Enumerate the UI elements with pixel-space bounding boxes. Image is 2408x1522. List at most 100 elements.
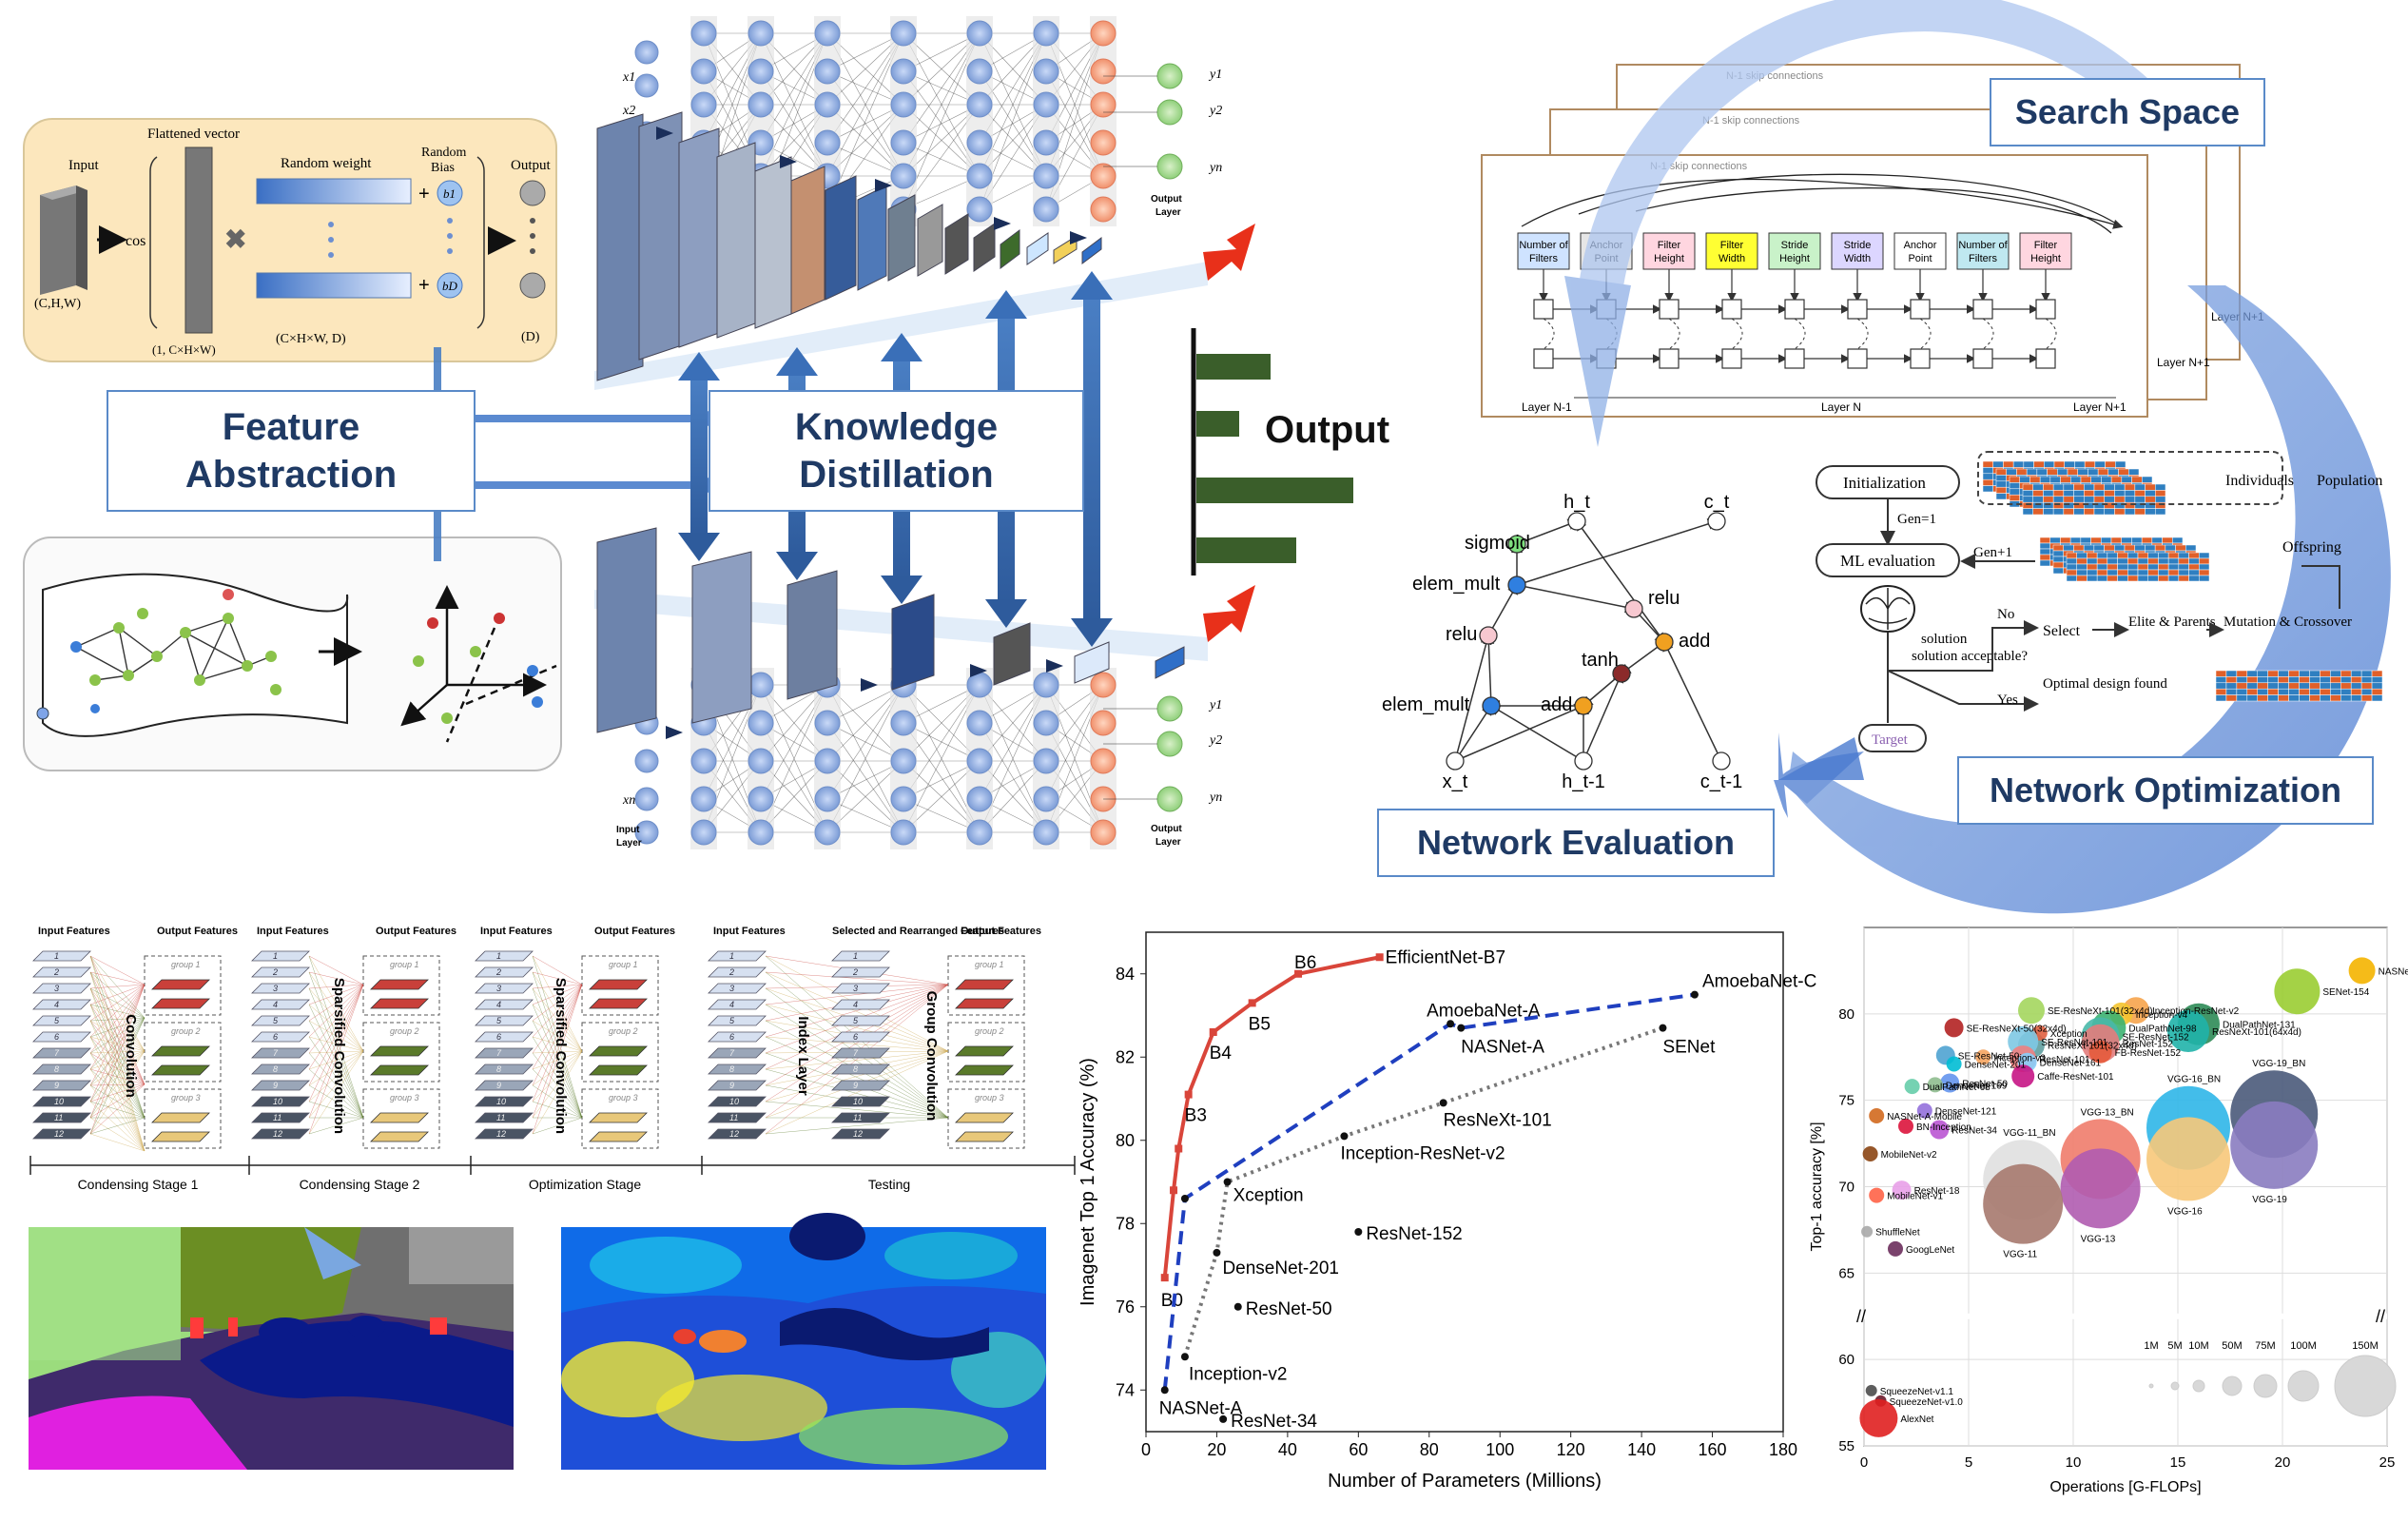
genome-cell <box>2016 468 2028 476</box>
feature-map <box>993 622 1031 686</box>
dots-icon <box>447 218 453 224</box>
dots-icon <box>328 237 334 243</box>
search-cell-label: Width <box>1844 253 1871 264</box>
genome-cell <box>2063 508 2074 516</box>
genome-cell <box>2371 688 2383 695</box>
neuron <box>890 748 917 774</box>
size-legend-label: 10M <box>2188 1340 2208 1352</box>
feature-slice <box>708 983 767 994</box>
genome-cell <box>2155 508 2166 516</box>
point-label: EfficientNet-B7 <box>1386 947 1505 967</box>
bubble <box>1869 1187 1885 1203</box>
output-slice <box>370 998 429 1009</box>
connection <box>308 1117 364 1135</box>
output-neuron <box>1156 731 1183 757</box>
group-box <box>362 1088 440 1149</box>
opt-elite: Elite & Parents <box>2128 615 2216 630</box>
bubble-label: Inception-v3 <box>1993 1053 2046 1063</box>
bubble-label: VGG-19 <box>2252 1195 2287 1205</box>
group-box <box>581 1088 659 1149</box>
neuron <box>1090 748 1117 774</box>
y-tick-label: 74 <box>1116 1380 1135 1399</box>
rnn-edge <box>1454 704 1586 762</box>
connection <box>89 1133 146 1152</box>
bubble <box>1898 1118 1913 1134</box>
bubble-label: VGG-16_BN <box>2167 1075 2221 1085</box>
slice-index: 11 <box>273 1113 282 1122</box>
size-legend-bubble <box>2222 1376 2243 1396</box>
genome-cell <box>2117 569 2128 576</box>
neuron <box>966 91 993 118</box>
slice-index: 1 <box>496 951 501 961</box>
bubble <box>1930 1120 1950 1140</box>
dotted-link <box>1794 318 1806 350</box>
connection <box>89 971 146 985</box>
genome-cell <box>2309 688 2321 695</box>
point-label: B3 <box>1185 1106 1207 1126</box>
connection <box>765 1036 949 1052</box>
genome-cell <box>1995 475 2007 482</box>
genome-cell <box>2215 688 2227 695</box>
connection <box>765 984 949 1005</box>
output-slice <box>589 1045 648 1057</box>
opt-gen-next: Gen+1 <box>1973 545 2012 560</box>
connection <box>308 1004 364 1052</box>
point-label: Xception <box>1233 1186 1304 1206</box>
connection <box>532 1004 583 1119</box>
connection <box>89 1050 146 1119</box>
point-label: ResNet-34 <box>1231 1412 1317 1432</box>
stage-label: Condensing Stage 2 <box>300 1177 420 1192</box>
rnn-node <box>1707 512 1726 531</box>
output-slice <box>370 1064 429 1076</box>
output-features-label: Output Features <box>594 926 675 937</box>
neuron <box>1033 163 1059 189</box>
point <box>441 712 453 724</box>
genome-cell <box>2012 460 2025 468</box>
genome-cell <box>2236 688 2248 695</box>
op-label: Group Convolution <box>923 991 940 1122</box>
series-marker <box>1457 1024 1466 1032</box>
group-label: group 2 <box>609 1026 638 1036</box>
connection <box>89 1083 146 1086</box>
genome-cell <box>2131 476 2143 483</box>
output-node-d <box>519 272 546 299</box>
genome-cell <box>2155 490 2166 498</box>
neuron <box>1090 20 1117 47</box>
slice-index: 11 <box>496 1113 505 1122</box>
genome-cell <box>2215 694 2227 702</box>
connection <box>89 1083 146 1135</box>
connection <box>89 1004 146 1019</box>
neuron <box>1090 163 1117 189</box>
plus-icon: + <box>418 184 430 205</box>
feature-map <box>1026 232 1049 265</box>
genome-cell <box>2052 544 2064 552</box>
fp-random-bias-2: Bias <box>431 161 455 175</box>
genome-cell <box>2236 676 2248 684</box>
slice-index: 5 <box>496 1016 502 1025</box>
series-marker <box>1180 1195 1189 1202</box>
genome-cell <box>2023 460 2034 468</box>
fp-random-bias-1: Random <box>421 146 467 160</box>
point-label: ResNet-152 <box>1366 1224 1462 1244</box>
feature-slice <box>475 1096 534 1107</box>
connection <box>532 1036 583 1119</box>
slice-index: 1 <box>54 951 59 961</box>
rnn-node <box>1624 599 1643 618</box>
output-slice <box>589 1064 648 1076</box>
genome-cell <box>2043 490 2054 498</box>
distill-arrow-head <box>985 290 1027 319</box>
y-tick-label: 65 <box>1838 1265 1855 1281</box>
genome-cell <box>2267 676 2279 684</box>
genome-cell <box>2134 508 2146 516</box>
slice-index: 5 <box>54 1016 60 1025</box>
neuron <box>690 748 717 774</box>
group-label: group 1 <box>390 960 419 969</box>
genome-cell <box>2178 569 2189 576</box>
slice-index: 3 <box>54 984 59 993</box>
slice-index: 3 <box>273 984 278 993</box>
genome-cell <box>1995 486 2007 494</box>
input-cube-top <box>40 185 87 200</box>
rnn-edge <box>1454 703 1493 762</box>
output-slice <box>589 1131 648 1142</box>
